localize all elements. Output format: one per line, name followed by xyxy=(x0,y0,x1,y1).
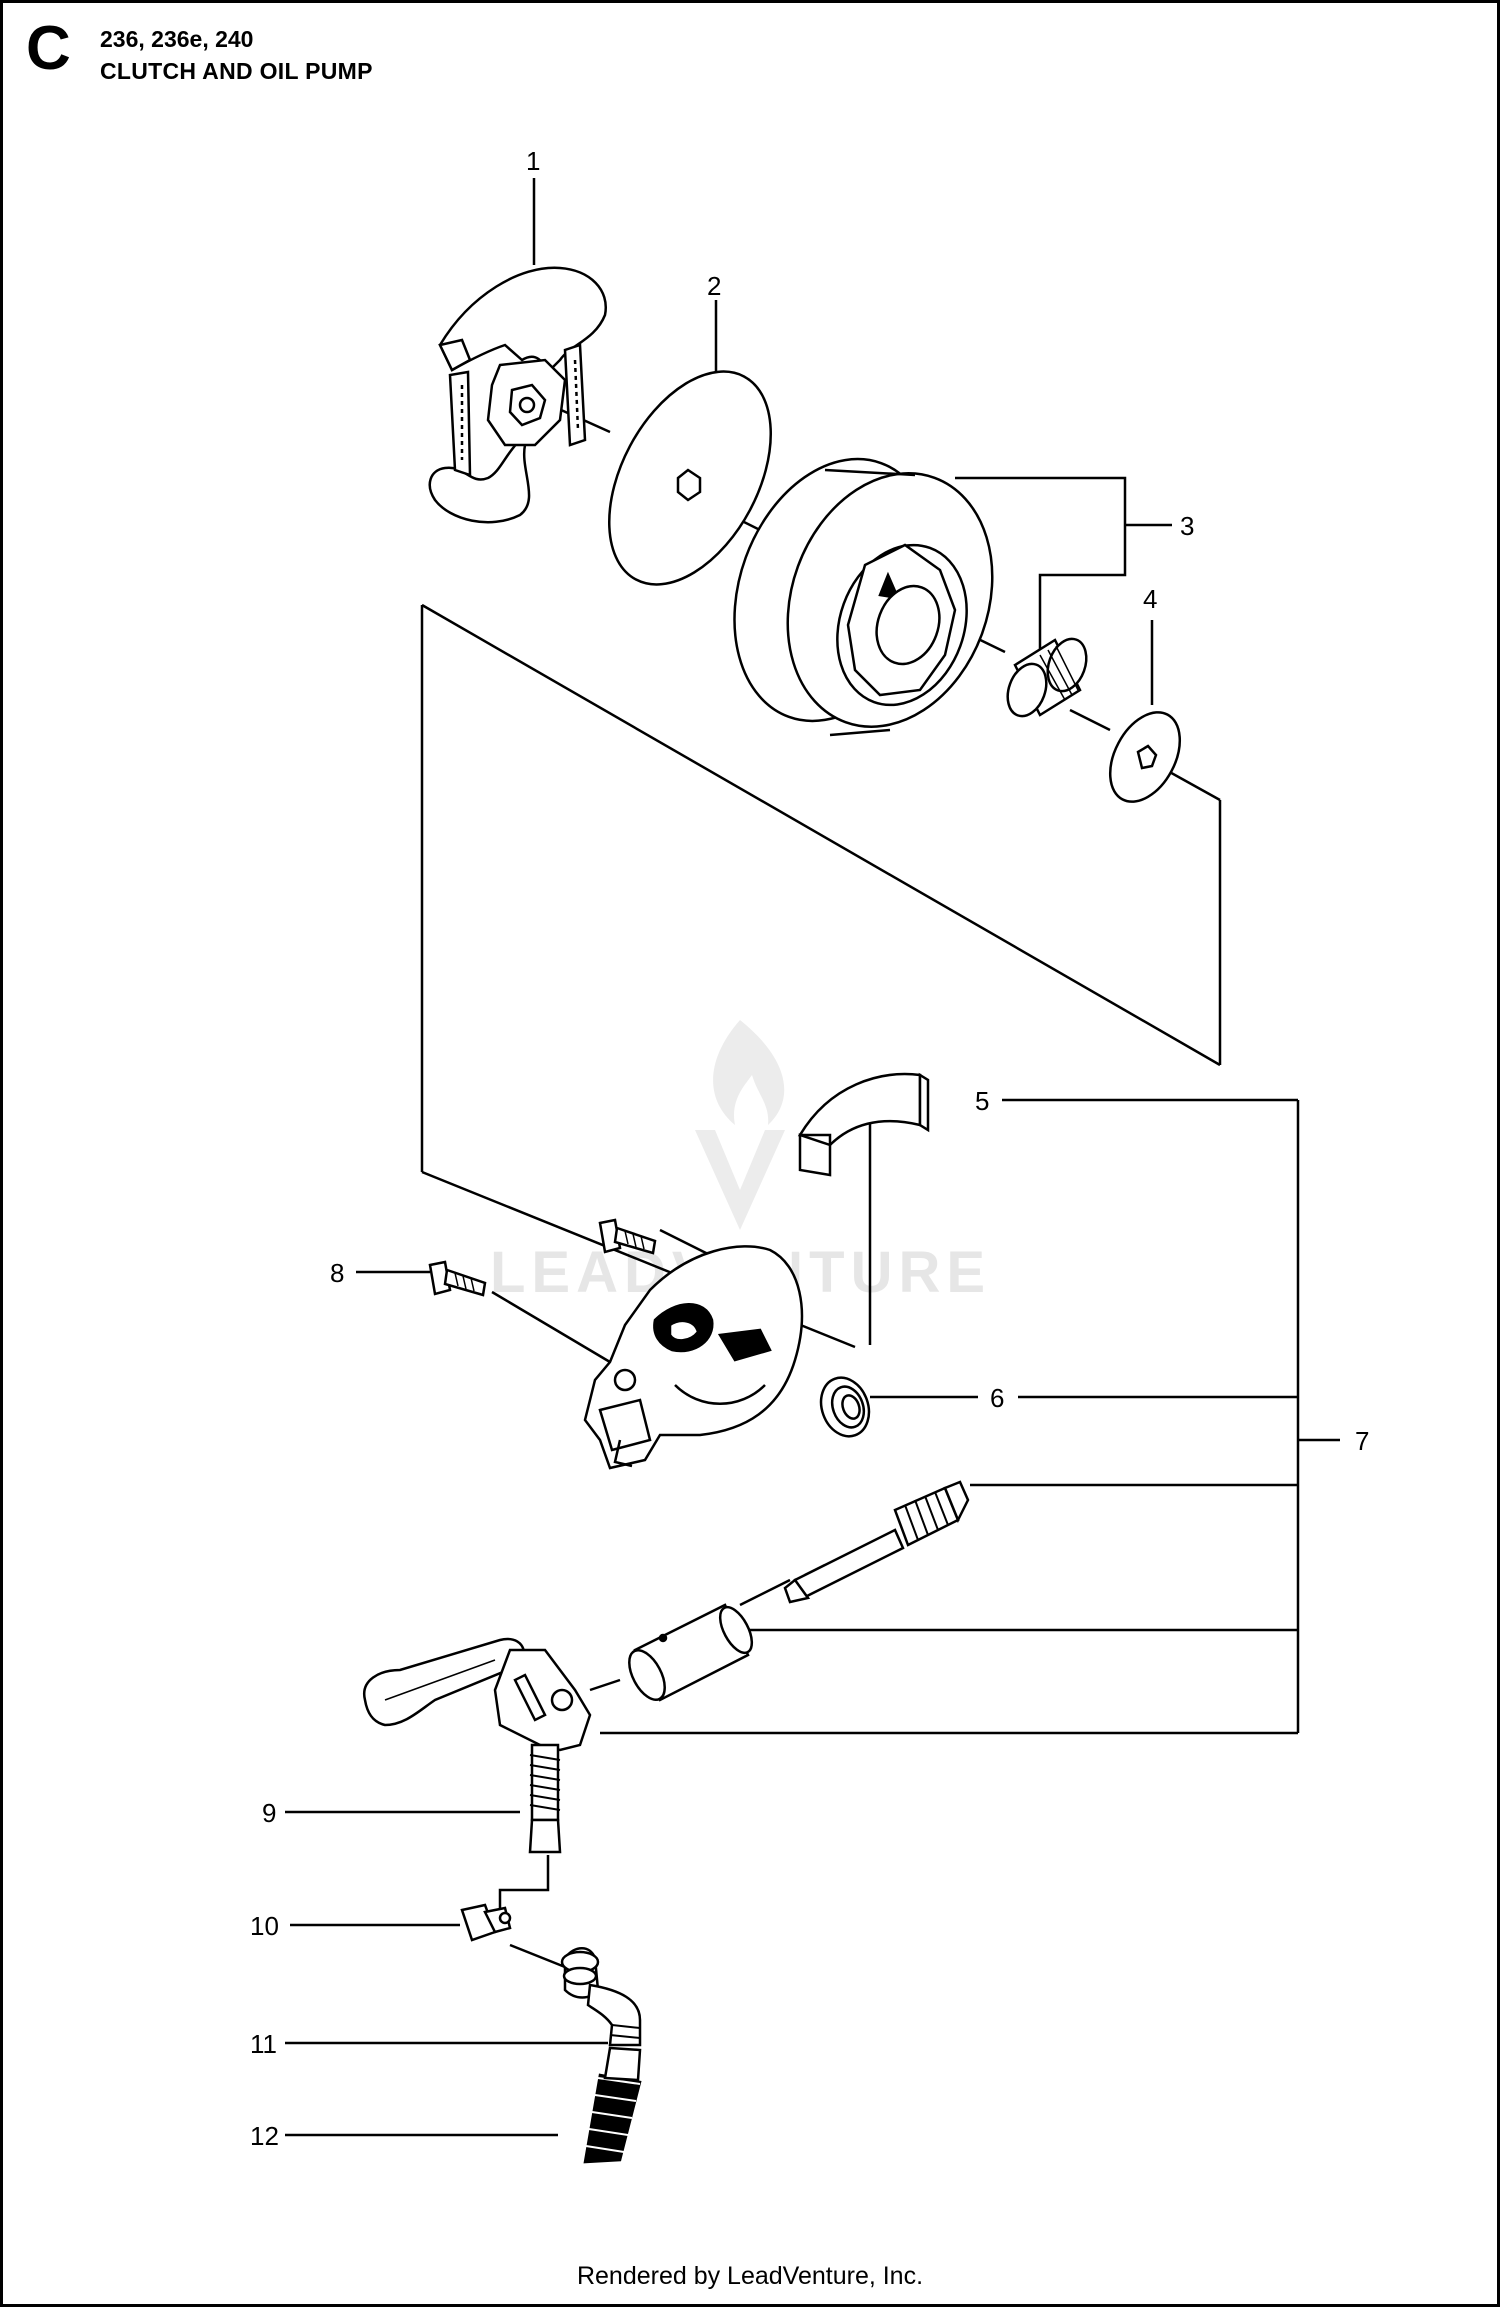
callout-12: 12 xyxy=(250,2121,279,2151)
callout-1: 1 xyxy=(526,146,540,176)
leader-line xyxy=(421,603,1221,1067)
part-oil-filter xyxy=(583,2046,642,2164)
model-numbers: 236, 236e, 240 xyxy=(100,26,254,52)
callout-7: 7 xyxy=(1355,1426,1369,1456)
part-oil-pump-lever xyxy=(363,1637,592,1752)
leader-line xyxy=(509,1943,566,1969)
watermark-flame-icon xyxy=(713,1020,785,1125)
leader-line xyxy=(1069,708,1111,732)
part-clutch-drum xyxy=(733,457,994,737)
part-washer-plate xyxy=(608,370,772,586)
callout-3: 3 xyxy=(1180,511,1194,541)
part-brake-shoe xyxy=(797,1072,930,1177)
callout-4: 4 xyxy=(1143,584,1157,614)
part-oil-pipe xyxy=(560,1947,642,2047)
part-hose-connector xyxy=(460,1903,512,1942)
callout-9: 9 xyxy=(262,1798,276,1828)
page-title: CLUTCH AND OIL PUMP xyxy=(100,58,373,84)
part-pump-piston xyxy=(628,1603,754,1702)
part-screw xyxy=(428,1260,487,1297)
part-washer xyxy=(1108,711,1182,803)
callout-11: 11 xyxy=(250,2029,277,2059)
callout-5: 5 xyxy=(975,1086,989,1116)
callout-6: 6 xyxy=(990,1383,1004,1413)
part-adjust-screw xyxy=(528,1743,562,1854)
part-screw xyxy=(598,1218,657,1255)
part-worm-gear xyxy=(783,1480,970,1604)
leader-line xyxy=(589,1678,621,1692)
leader-line xyxy=(491,1290,616,1367)
callout-10: 10 xyxy=(250,1911,279,1941)
part-spring xyxy=(819,1376,871,1438)
section-letter: C xyxy=(26,14,71,83)
part-clutch xyxy=(428,266,608,524)
callout-2: 2 xyxy=(707,271,721,301)
part-needle-bearing xyxy=(1006,637,1088,718)
footer-credit: Rendered by LeadVenture, Inc. xyxy=(576,2262,924,2290)
part-oil-pump-housing xyxy=(583,1245,804,1470)
leader-line xyxy=(739,1578,791,1607)
callout-8: 8 xyxy=(330,1258,344,1288)
leader-line xyxy=(955,476,1127,660)
watermark-v-icon xyxy=(695,1130,785,1230)
leader-line xyxy=(868,1098,915,1345)
leader-line xyxy=(498,1855,550,1910)
